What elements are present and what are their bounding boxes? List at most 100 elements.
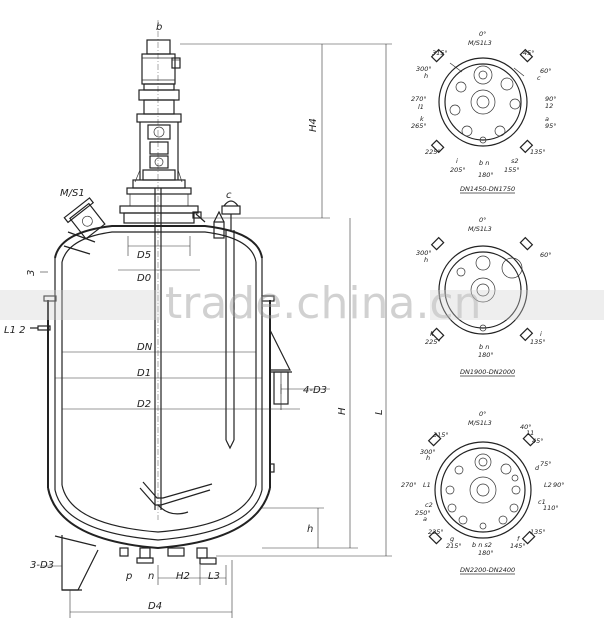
l2-a180: 180° xyxy=(478,351,494,359)
l1-c: c xyxy=(537,74,541,82)
l3-a315: 315° xyxy=(433,431,449,439)
l2-top: 0° xyxy=(479,216,486,224)
l1-a60: 60° xyxy=(540,67,552,75)
l1-bn: b n xyxy=(479,159,489,167)
l2-a225: 225° xyxy=(425,338,441,346)
l1-i: i xyxy=(456,157,458,165)
l3-a300: 300° xyxy=(420,448,436,456)
l1-a: a xyxy=(545,115,549,123)
label-3-d3: 3-D3 xyxy=(30,560,54,571)
vessel-body xyxy=(43,225,275,565)
l1-top: 0° xyxy=(479,30,486,38)
l3-L1: L1 xyxy=(423,481,431,489)
l3-a135: 135° xyxy=(530,528,546,536)
l3-a90: 90° xyxy=(553,481,565,489)
label-ms1: M/S1 xyxy=(60,188,85,199)
l1-a180: 180° xyxy=(478,171,494,179)
l2-a60: 60° xyxy=(540,251,552,259)
l3-a: a xyxy=(423,515,427,523)
l2-i: i xyxy=(540,330,542,338)
l3-a110: 110° xyxy=(543,504,559,512)
l2-a300: 300° xyxy=(416,249,432,257)
label-n: n xyxy=(148,571,154,582)
l3-a270: 270° xyxy=(401,481,417,489)
label-l: L xyxy=(374,409,385,415)
l1-a135: 135° xyxy=(530,148,546,156)
motor-drive xyxy=(119,20,199,520)
l2-top2: M/S1L3 xyxy=(468,225,492,233)
nozzle-layout-1: 0° M/S1L3 315° 45° 300° 60° 270° 90° 265… xyxy=(411,30,557,194)
l3-d: d xyxy=(535,464,540,472)
l1-l1: l1 xyxy=(418,103,424,111)
l3-c2: c2 xyxy=(425,501,433,509)
label-dn: DN xyxy=(137,342,153,353)
label-c: c xyxy=(226,190,232,201)
l1-a265: 265° xyxy=(411,122,427,130)
watermark-blur xyxy=(0,290,604,320)
l1-s2: s2 xyxy=(511,157,519,165)
label-h4: H4 xyxy=(308,118,319,132)
l3-a75: 75° xyxy=(540,460,552,468)
label-d0: D0 xyxy=(137,273,151,284)
label-h2: H2 xyxy=(176,571,190,582)
l1-h: h xyxy=(424,72,428,80)
l3-11: 11 xyxy=(526,429,534,437)
l2-caption: DN1900-DN2000 xyxy=(460,368,515,376)
label-4-d3: 4-D3 xyxy=(303,385,327,396)
l1-a45: 45° xyxy=(523,49,535,57)
label-p: p xyxy=(125,571,132,582)
l3-g: g xyxy=(450,535,454,543)
l3-caption: DN2200-DN2400 xyxy=(460,566,515,574)
label-b: b xyxy=(156,22,162,33)
l3-a215: 215° xyxy=(446,542,462,550)
nozzle-layout-2: 0° M/S1L3 300° 60° 225° 135° 180° h i k … xyxy=(416,216,552,377)
l2-k: k xyxy=(430,330,434,338)
bottom-support xyxy=(54,535,99,591)
label-edge-h: 3 xyxy=(26,270,37,276)
l1-12: 12 xyxy=(545,102,553,110)
l3-h: h xyxy=(426,454,430,462)
l2-a135: 135° xyxy=(530,338,546,346)
l3-a40: 40° xyxy=(520,423,532,431)
l3-a250: 250° xyxy=(415,509,431,517)
dimension-lines xyxy=(40,43,392,618)
l2-h: h xyxy=(424,256,428,264)
label-d2: D2 xyxy=(137,399,151,410)
l1-a90: 90° xyxy=(545,95,557,103)
nozzle-layout-3: 0° M/S1L3 315° 45° 300° 75° 270° 90° 250… xyxy=(401,410,565,575)
support-lugs xyxy=(30,325,292,473)
l3-a180: 180° xyxy=(478,549,494,557)
watermark: trade.china.cn xyxy=(165,278,482,329)
label-l12: L1 2 xyxy=(4,325,25,336)
l1-a315: 315° xyxy=(432,49,448,57)
l3-L2: L2 xyxy=(544,481,552,489)
label-d4: D4 xyxy=(148,601,162,612)
l3-top: 0° xyxy=(479,410,486,418)
l1-a300: 300° xyxy=(416,65,432,73)
l2-bn: b n xyxy=(479,343,489,351)
label-d5: D5 xyxy=(137,250,151,261)
label-h-small: h xyxy=(307,524,313,535)
top-nozzles xyxy=(63,197,241,255)
l3-top2: M/S1L3 xyxy=(468,419,492,427)
l1-caption: DN1450-DN1750 xyxy=(460,185,515,193)
l1-a225: 225° xyxy=(425,148,441,156)
l3-a145: 145° xyxy=(510,542,526,550)
l3-a45: 45° xyxy=(532,437,544,445)
l1-k: k xyxy=(420,115,424,123)
label-d1: D1 xyxy=(137,368,151,379)
l1-a270: 270° xyxy=(411,95,427,103)
l3-bns2: b n s2 xyxy=(472,541,492,549)
l1-top2: M/S1L3 xyxy=(468,39,492,47)
l1-a95: 95° xyxy=(545,122,557,130)
label-h: H xyxy=(337,407,348,415)
l1-a205: 205° xyxy=(450,166,466,174)
drawing-labels: b c H4 M/S1 D5 D0 L1 2 3 DN D1 D2 4-D3 H… xyxy=(4,22,385,612)
l1-a155: 155° xyxy=(504,166,520,174)
label-l3: L3 xyxy=(208,571,220,582)
agitator xyxy=(139,188,235,515)
l3-a225: 225° xyxy=(428,528,444,536)
l3-f: f xyxy=(517,535,521,543)
l3-c1: c1 xyxy=(538,498,546,506)
